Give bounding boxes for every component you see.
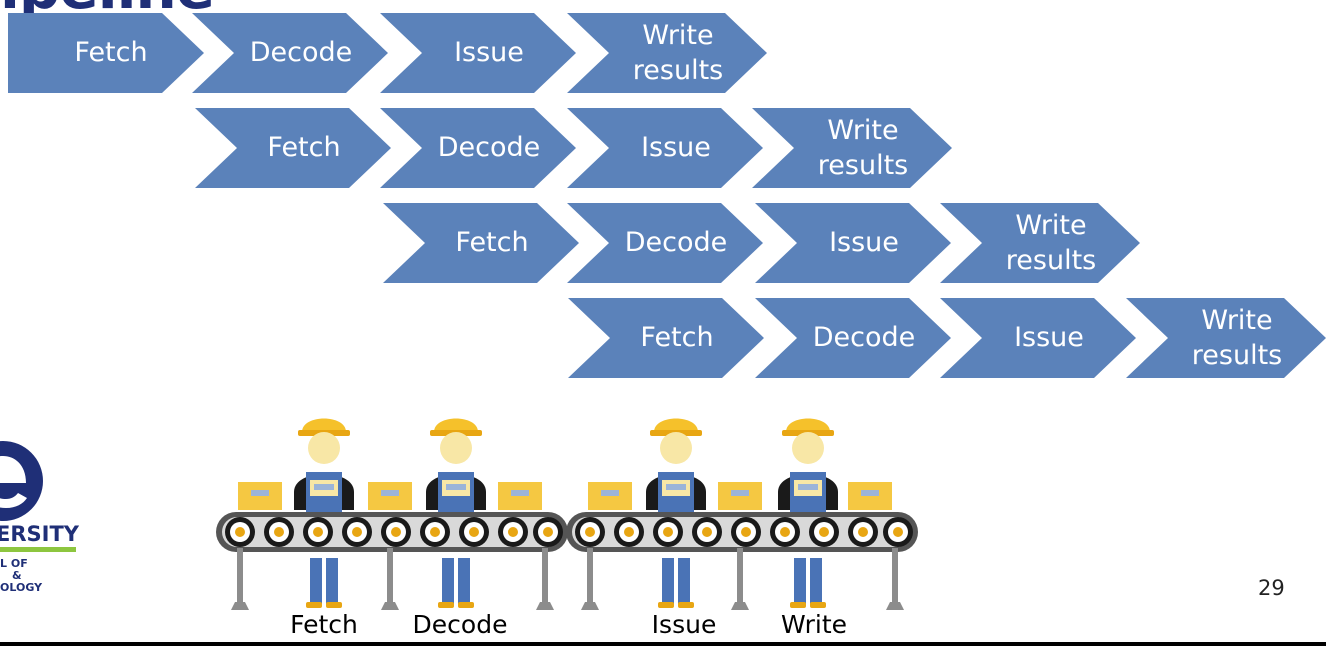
pipeline-stage-fetch: Fetch [8,13,204,93]
logo-subtitle-line: & [12,569,22,583]
worker-label-issue: Issue [651,610,717,639]
logo-subtitle-line: L OF [0,557,28,570]
pipeline-stage-decode: Decode [567,203,763,283]
conveyor-belt-right [566,482,918,610]
logo-name: ERSITY [0,522,79,546]
pipeline-stage-decode: Decode [380,108,576,188]
page-number: 29 [1258,576,1285,600]
conveyor-belt-left [216,482,568,610]
logo-subtitle-line: OLOGY [0,581,43,595]
bottom-rule [0,642,1326,646]
worker-label-decode: Decode [412,610,508,639]
logo-accent-bar [0,547,76,552]
pipeline-stage-write-results: Write results [940,203,1140,283]
pipeline-stage-decode: Decode [192,13,388,93]
worker-label-fetch: Fetch [290,610,358,639]
worker-label-write: Write [780,610,848,639]
university-logo-icon [0,441,43,521]
logo-subtitle: L OF & OLOGY [0,557,43,595]
pipeline-stage-issue: Issue [380,13,576,93]
